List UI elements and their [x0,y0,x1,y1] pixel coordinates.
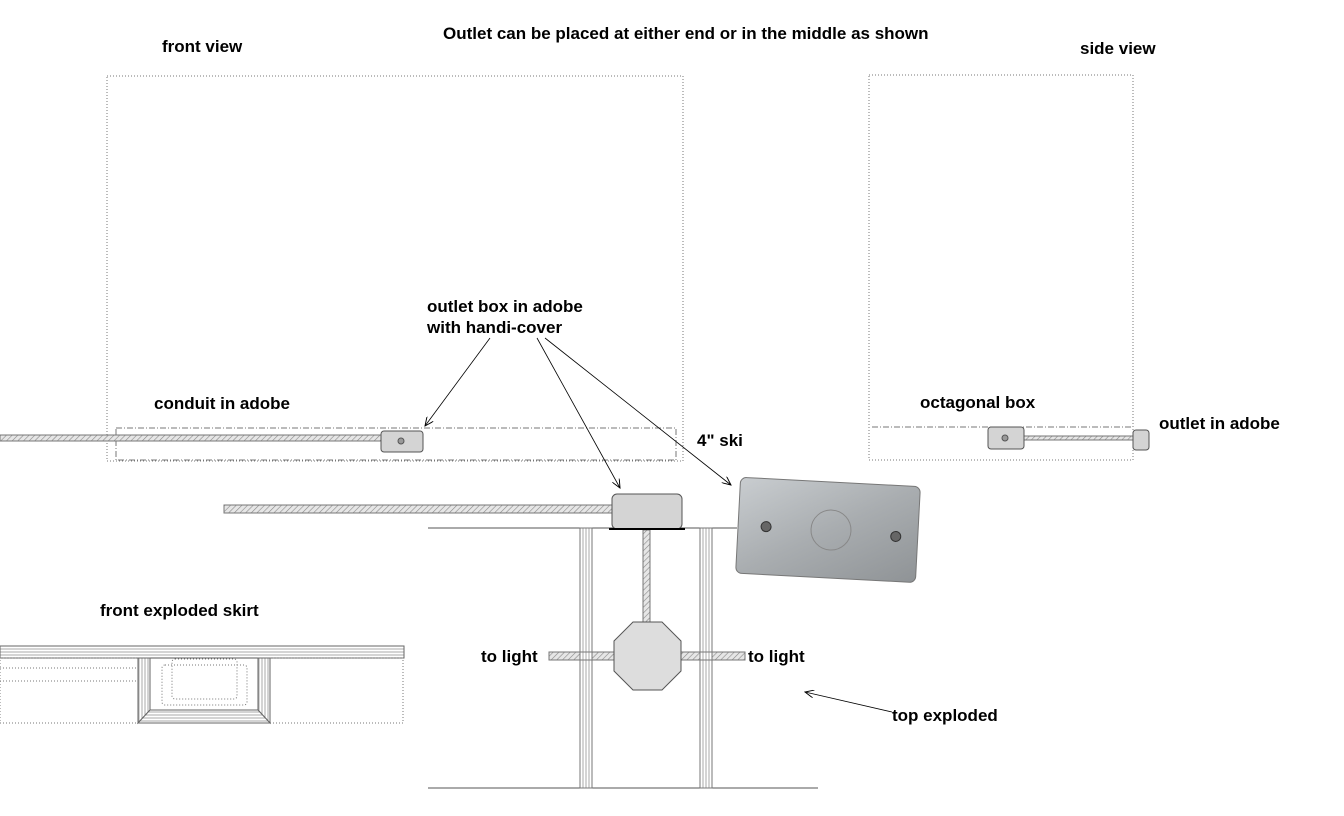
conduit [642,529,651,625]
outlet-in-adobe-label: outlet in adobe [1159,414,1280,433]
pointer-arrow [805,692,893,713]
top-exploded-view [223,493,818,789]
outlet-box-label-line2: with handi-cover [426,318,562,337]
front-exploded-skirt-label: front exploded skirt [100,601,259,620]
to-light-right-label: to light [748,647,805,666]
pointer-arrow [544,337,731,485]
octagonal-box [613,621,682,691]
octagonal-box-label: octagonal box [920,393,1036,412]
conduit-label: conduit in adobe [154,394,290,413]
front-exploded-skirt [0,645,405,725]
skirt-label: 4" ski [697,431,743,450]
conduit [0,434,383,442]
outlet-box-label-line1: outlet box in adobe [427,297,583,316]
diagram-title: Outlet can be placed at either end or in… [443,24,929,43]
conduit [223,504,615,514]
front-view [0,75,684,462]
conduit [1022,435,1135,441]
to-light-left-label: to light [481,647,538,666]
outlet-box [611,493,683,530]
side-view-label: side view [1080,39,1156,58]
front-view-label: front view [162,37,243,56]
pointer-arrow [425,337,491,426]
pointer-arrow [536,337,620,488]
outlet [1132,429,1150,451]
side-view [868,74,1150,461]
top-exploded-label: top exploded [892,706,998,725]
handi-cover-plate-photo [735,477,921,583]
